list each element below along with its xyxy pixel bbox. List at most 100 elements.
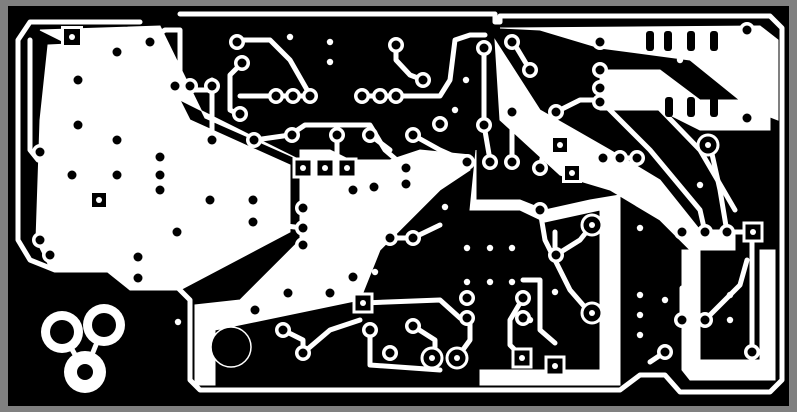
circle-pad-icon [169, 224, 185, 240]
pad-hole [322, 165, 328, 171]
ic-pin-4 [710, 31, 718, 51]
circle-pad-icon [202, 192, 218, 208]
via-icon [508, 244, 516, 252]
circle-pad-icon [504, 154, 520, 170]
circle-pad-icon [744, 344, 760, 360]
pad-center [589, 222, 595, 228]
square-pad-icon [89, 190, 109, 210]
pad-hole [235, 109, 245, 119]
pad-hole [325, 288, 335, 298]
via-icon [486, 244, 494, 252]
circle-pad-icon [109, 44, 125, 60]
trace-r-6 [537, 207, 593, 316]
pad-hole [519, 355, 525, 361]
circle-pad-icon [204, 78, 220, 94]
circle-pad-icon [476, 117, 492, 133]
via-icon [636, 331, 644, 339]
pad-hole [479, 43, 489, 53]
pad-hole [45, 250, 55, 260]
pad-hole [112, 170, 122, 180]
circle-pad-icon [592, 62, 608, 78]
circle-pad-icon [398, 160, 414, 176]
square-pad-icon [314, 157, 336, 179]
circle-pad-icon [32, 232, 48, 248]
pad-hole [170, 81, 180, 91]
pad-hole [385, 348, 395, 358]
circle-pad-icon [130, 249, 146, 265]
via-icon [441, 203, 449, 211]
circle-pad-icon [109, 167, 125, 183]
pad-hole [747, 347, 757, 357]
circle-pad-icon [459, 154, 475, 170]
pad-hole [518, 313, 528, 323]
circle-pad-icon [182, 78, 198, 94]
circle-pad-icon [152, 167, 168, 183]
pad-hole [344, 165, 350, 171]
square-pad-icon [61, 26, 83, 48]
pad-hole [525, 65, 535, 75]
pad-hole [552, 363, 558, 369]
via-icon [174, 318, 182, 326]
circle-pad-icon [268, 88, 284, 104]
pad-hole [632, 153, 642, 163]
via-icon [726, 316, 734, 324]
pad-hole [369, 182, 379, 192]
circle-pad-icon [592, 80, 608, 96]
trace-r-10 [553, 97, 708, 235]
via-icon [508, 278, 516, 286]
pad-hole [518, 293, 528, 303]
pad-hole [742, 113, 752, 123]
circle-pad-icon [459, 290, 475, 306]
pad-hole [112, 47, 122, 57]
via-icon [451, 106, 459, 114]
trace-mid-8 [327, 187, 409, 296]
circle-pad-icon [532, 202, 548, 218]
circle-pad-icon [674, 312, 690, 328]
vias [174, 33, 734, 339]
pad-hole [677, 315, 687, 325]
pad-hole [248, 217, 258, 227]
pad-hole [385, 233, 395, 243]
large-pad-cluster [41, 304, 125, 393]
pad-hole [248, 195, 258, 205]
circle-pad-icon [388, 37, 404, 53]
pad-hole [332, 130, 342, 140]
mounting-hole-icon [50, 320, 74, 344]
square-pad-icon [352, 292, 374, 314]
circle-pad-icon [580, 213, 604, 237]
pad-hole [615, 153, 625, 163]
circle-pad-icon [382, 230, 398, 246]
pad-hole [479, 120, 489, 130]
circle-pad-icon [398, 176, 414, 192]
circle-pad-icon [592, 94, 608, 110]
via-icon [636, 224, 644, 232]
circle-pad-icon [504, 34, 520, 50]
pad-hole [298, 223, 308, 233]
pad-hole [357, 91, 367, 101]
circle-pad-icon [459, 310, 475, 326]
circle-pad-icon [592, 34, 608, 50]
pad-hole [298, 348, 308, 358]
pad-hole [205, 195, 215, 205]
pad-hole [507, 107, 517, 117]
pad-hole [598, 153, 608, 163]
circle-pad-icon [362, 322, 378, 338]
pad-hole [750, 229, 756, 235]
via-icon [636, 311, 644, 319]
ic-pad-rows [646, 31, 718, 117]
pad-hole [462, 157, 472, 167]
circle-pad-icon [612, 150, 628, 166]
circle-pad-icon [204, 132, 220, 148]
via-icon [661, 296, 669, 304]
circle-pad-icon [354, 88, 370, 104]
pad-hole [283, 288, 293, 298]
circle-pad-icon [302, 88, 318, 104]
pad-hole [401, 179, 411, 189]
pad-hole [595, 37, 605, 47]
circle-pad-icon [152, 182, 168, 198]
circle-pad-icon [64, 167, 80, 183]
pad-hole [485, 157, 495, 167]
circle-pad-icon [739, 22, 755, 38]
pad-hole [73, 75, 83, 85]
